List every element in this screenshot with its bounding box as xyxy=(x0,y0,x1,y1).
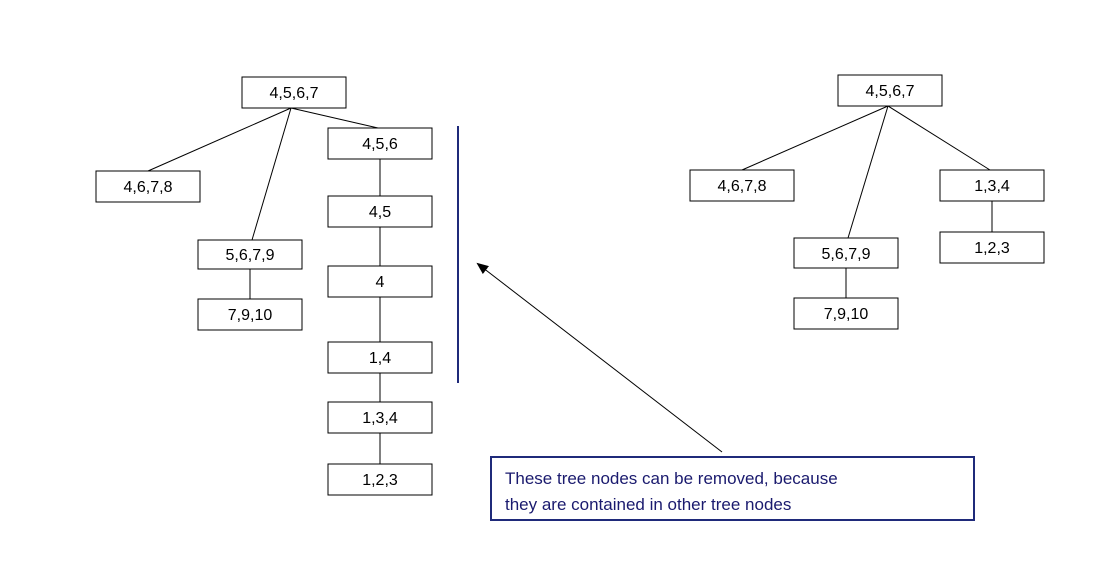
left-node-root-label: 4,5,6,7 xyxy=(270,85,319,102)
right-node-root: 4,5,6,7 xyxy=(837,74,943,107)
left-node-14: 1,4 xyxy=(327,341,433,374)
left-node-4678: 4,6,7,8 xyxy=(95,170,201,203)
left-node-123: 1,2,3 xyxy=(327,463,433,496)
r-edge-root-4678 xyxy=(741,105,889,171)
right-node-root-label: 4,5,6,7 xyxy=(866,83,915,100)
left-node-4: 4 xyxy=(327,265,433,298)
left-node-5679-label: 5,6,7,9 xyxy=(226,247,275,264)
right-tree: 4,5,6,7 4,6,7,8 5,6,7,9 7,9,10 1,3,4 1,2… xyxy=(689,74,1045,330)
left-node-45-label: 4,5 xyxy=(369,204,391,221)
left-tree: 4,5,6,7 4,6,7,8 5,6,7,9 7,9,10 4,5,6 4,5… xyxy=(95,76,433,496)
edge-root-5679 xyxy=(251,107,292,241)
left-node-14-label: 1,4 xyxy=(369,350,391,367)
left-node-7910: 7,9,10 xyxy=(197,298,303,331)
callout-arrow xyxy=(476,262,723,453)
left-node-7910-label: 7,9,10 xyxy=(228,307,273,324)
r-edge-root-5679 xyxy=(847,105,889,239)
left-node-134-label: 1,3,4 xyxy=(362,410,398,427)
right-node-123: 1,2,3 xyxy=(939,231,1045,264)
right-node-4678: 4,6,7,8 xyxy=(689,169,795,202)
right-node-5679: 5,6,7,9 xyxy=(793,237,899,269)
right-tree-edges xyxy=(741,105,993,298)
callout-box: These tree nodes can be removed, because… xyxy=(490,456,975,521)
right-node-134-label: 1,3,4 xyxy=(974,178,1010,195)
right-node-5679-label: 5,6,7,9 xyxy=(822,246,871,263)
right-node-7910-label: 7,9,10 xyxy=(824,306,869,323)
right-node-134: 1,3,4 xyxy=(939,169,1045,202)
right-node-7910: 7,9,10 xyxy=(793,297,899,330)
left-node-45: 4,5 xyxy=(327,195,433,228)
left-node-134: 1,3,4 xyxy=(327,401,433,434)
callout-line-1: These tree nodes can be removed, because xyxy=(505,469,838,488)
edge-root-4678 xyxy=(147,107,292,172)
left-node-456: 4,5,6 xyxy=(327,127,433,160)
left-tree-edges xyxy=(147,107,381,464)
left-node-4-label: 4 xyxy=(376,274,385,291)
left-node-root: 4,5,6,7 xyxy=(241,76,347,109)
r-edge-root-134 xyxy=(887,105,991,171)
edge-root-456 xyxy=(290,107,379,129)
left-node-456-label: 4,5,6 xyxy=(362,136,398,153)
left-node-4678-label: 4,6,7,8 xyxy=(124,179,173,196)
callout-line-2: they are contained in other tree nodes xyxy=(505,495,791,514)
right-node-4678-label: 4,6,7,8 xyxy=(718,178,767,195)
left-node-123-label: 1,2,3 xyxy=(362,472,398,489)
left-node-5679: 5,6,7,9 xyxy=(197,239,303,270)
right-node-123-label: 1,2,3 xyxy=(974,240,1010,257)
